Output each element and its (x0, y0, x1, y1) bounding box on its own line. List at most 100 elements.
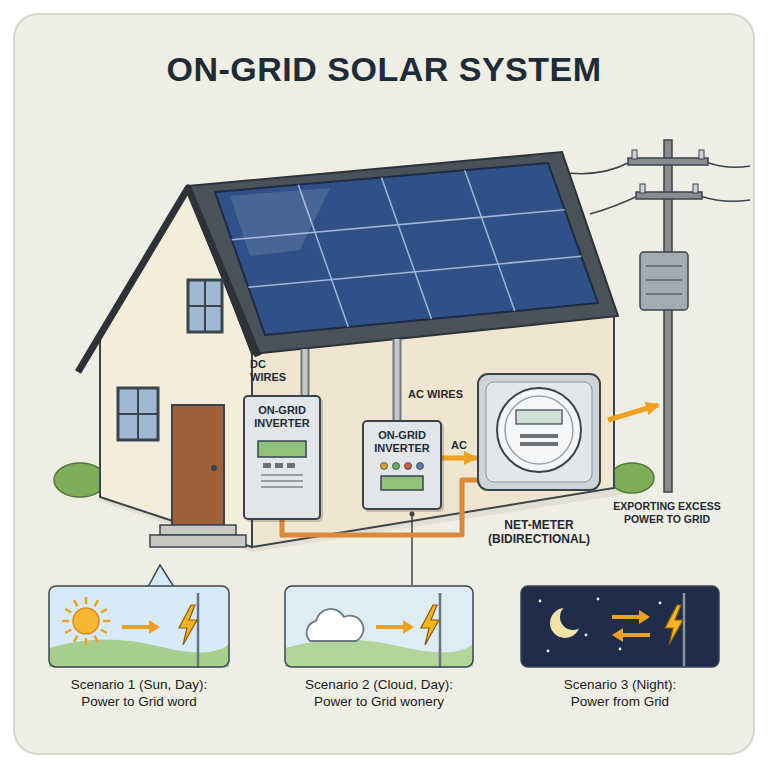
scenario-panel (65, 609, 71, 613)
scenario-panel (620, 633, 650, 637)
power-lines (560, 162, 750, 214)
callout-pointer (148, 565, 174, 587)
house (172, 405, 224, 525)
scenario-panel (284, 585, 474, 668)
meter-drawing (520, 434, 558, 438)
inverter-display (381, 463, 388, 470)
utility-pole (699, 150, 704, 159)
scenario-panel (85, 597, 88, 604)
scenario-panel (560, 604, 586, 630)
connector (442, 456, 476, 461)
connector-label: AC (451, 439, 467, 452)
meter-drawing (497, 388, 581, 472)
scenario-caption: Scenario 3 (Night): Power from Grid (545, 677, 695, 711)
callout-pointer (410, 512, 415, 517)
inverter-display (261, 487, 303, 489)
inverter-display (261, 481, 303, 483)
bush (610, 463, 654, 493)
scenario-panel (521, 586, 719, 667)
scenario-panel (521, 586, 719, 667)
scenario-panel (103, 620, 110, 623)
scenario-caption: Scenario 1 (Sun, Day): Power to Grid wor… (52, 677, 227, 711)
scenario-panel (421, 605, 439, 645)
scenario-panel (179, 605, 197, 645)
house (150, 535, 246, 547)
bush (54, 463, 106, 497)
scenario-panel (439, 593, 442, 668)
inverter-display (381, 476, 423, 490)
scenario-panel (665, 605, 683, 645)
scenario-box: Scenario 2 (Cloud, Day): Power to Grid w… (284, 585, 474, 711)
scenario-panel (585, 634, 588, 637)
power-lines (706, 162, 750, 167)
utility-pole (646, 265, 682, 267)
export-arrow (608, 405, 658, 420)
house (118, 413, 158, 415)
net-meter: NET-METER (BIDIRECTIONAL) (476, 372, 602, 547)
scenario-panel (520, 585, 720, 668)
scenario-panel (285, 586, 473, 667)
inverter-display (249, 435, 315, 495)
scenario-panel (539, 600, 542, 603)
callout-pointer (411, 514, 413, 585)
scenario-panel (659, 602, 662, 605)
house (211, 465, 217, 471)
meter-drawing (516, 410, 562, 424)
scenario-panel (619, 648, 622, 651)
inverter-display (417, 463, 424, 470)
node-label: ON-GRID INVERTER (248, 404, 316, 429)
inverter-display (393, 463, 400, 470)
meter-drawing (478, 374, 600, 490)
power-lines (560, 162, 630, 174)
house (188, 305, 222, 307)
utility-pole (646, 279, 682, 281)
solar-panel (248, 256, 581, 287)
utility-pole (640, 184, 645, 193)
inverter-display (261, 475, 303, 477)
wire-label: AC WIRES (408, 388, 488, 401)
inverter-display (275, 463, 283, 468)
scenario-panel (285, 639, 473, 667)
solar-panel (215, 163, 598, 335)
diagram-title: ON-GRID SOLAR SYSTEM (0, 50, 768, 89)
export-label: EXPORTING EXCESS POWER TO GRID (606, 500, 728, 525)
conduit (393, 339, 402, 422)
scenario-panel (597, 598, 600, 601)
scenario-panel (612, 615, 642, 619)
scenario-panel (403, 620, 414, 634)
meter-drawing (486, 382, 592, 482)
inverter-box: ON-GRID INVERTER (243, 395, 321, 520)
power-lines (700, 196, 750, 201)
scenario-panel (62, 620, 69, 623)
solar-panel (465, 170, 515, 311)
inverter-display (263, 463, 271, 468)
node-label: NET-METER (BIDIRECTIONAL) (476, 518, 602, 547)
house (160, 525, 236, 535)
utility-pole (632, 150, 637, 159)
power-lines (590, 196, 638, 214)
scenario-panel (197, 593, 200, 668)
scenario-panel (612, 628, 623, 642)
scenario-box: Scenario 1 (Sun, Day): Power to Grid wor… (48, 585, 230, 711)
inverter-display (287, 463, 295, 468)
inverter-display (367, 458, 437, 498)
scenario-panel (307, 609, 364, 641)
house (188, 152, 618, 354)
house (118, 388, 158, 440)
scenario-panel (95, 636, 99, 642)
scenario-panel (73, 608, 99, 634)
solar-panel (215, 163, 598, 335)
inverter-display (405, 463, 412, 470)
utility-pole (693, 184, 698, 193)
scenario-panel (49, 586, 229, 667)
scenario-panel (376, 625, 406, 629)
house (188, 280, 222, 332)
utility-pole (628, 158, 708, 165)
conduit (395, 339, 400, 422)
scenario-panel (65, 630, 71, 634)
scenario-panel (95, 600, 99, 606)
conduit (303, 349, 308, 397)
scenario-panel (49, 639, 229, 667)
